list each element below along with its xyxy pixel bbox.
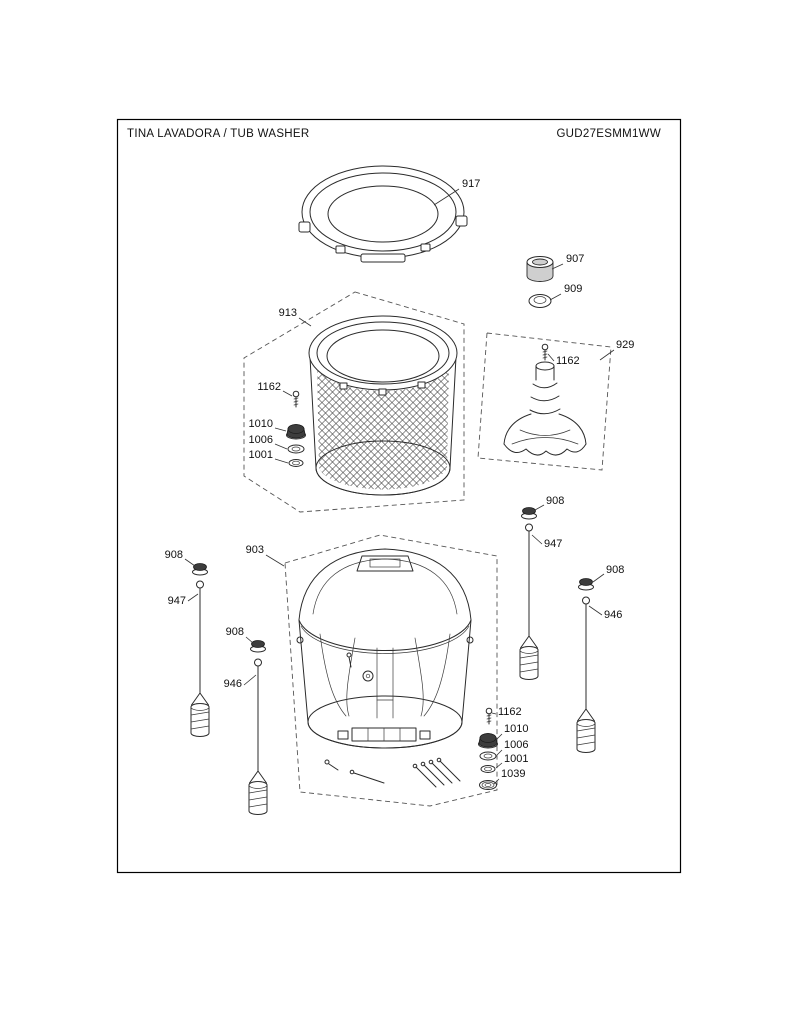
- leader-1039-tub: [493, 778, 500, 785]
- leader-908-mid-left: [245, 636, 254, 644]
- callout-947-mid-right: 947: [544, 538, 562, 550]
- leader-947-mid-right: [531, 534, 543, 545]
- leader-1162-agitator: [547, 353, 555, 362]
- callout-1001-tub: 1001: [504, 753, 528, 765]
- leader-1162-tub: [491, 712, 497, 715]
- callout-1162-agitator: 1162: [556, 355, 580, 367]
- suspension-rod-946-right: [576, 596, 596, 753]
- agitator-drawing: [503, 343, 587, 456]
- leader-1006-tub: [496, 749, 503, 756]
- suspension-rod-947-mid-right: [519, 523, 539, 680]
- leader-907: [551, 263, 564, 270]
- tub-screw-1162: [485, 707, 493, 725]
- callout-1010-tub: 1010: [504, 723, 528, 735]
- leader-903: [265, 554, 285, 567]
- basket-washer-1001: [288, 459, 304, 467]
- callout-907: 907: [566, 253, 584, 265]
- callout-1006-tub: 1006: [504, 739, 528, 751]
- leader-947-left: [187, 593, 199, 602]
- callout-903: 903: [246, 544, 264, 556]
- callout-917: 917: [462, 178, 480, 190]
- rod-cap-908-right: [578, 578, 594, 591]
- leader-946-right: [588, 605, 603, 616]
- seal-drawing: [528, 294, 552, 308]
- rod-cap-908-mid-right: [521, 507, 537, 520]
- leader-1010-basket: [274, 427, 287, 432]
- tub-washer-1039: [479, 780, 497, 790]
- tub-capnut-1010: [478, 733, 498, 749]
- callout-947-left: 947: [168, 595, 186, 607]
- callout-1039-tub: 1039: [501, 768, 525, 780]
- suspension-rod-947-left: [190, 580, 210, 737]
- callout-1162-basket: 1162: [257, 381, 281, 393]
- suspension-rod-946-mid-left: [248, 658, 268, 815]
- leader-1006-basket: [274, 443, 288, 450]
- leader-913: [298, 317, 312, 327]
- leader-908-left: [184, 558, 196, 567]
- bushing-drawing: [526, 256, 554, 282]
- model-number: GUD27ESMM1WW: [556, 128, 661, 140]
- leader-917: [433, 188, 460, 206]
- callout-1006-basket: 1006: [249, 434, 273, 446]
- leader-909: [549, 293, 562, 301]
- callout-908-right: 908: [606, 564, 624, 576]
- tub-washer-1001: [480, 765, 496, 773]
- agitator-group-boundary: [477, 332, 612, 471]
- callout-913: 913: [279, 307, 297, 319]
- basket-capnut-1010: [286, 424, 306, 440]
- callout-908-mid-left: 908: [226, 626, 244, 638]
- callout-908-mid-right: 908: [546, 495, 564, 507]
- callout-909: 909: [564, 283, 582, 295]
- callout-946-mid-left: 946: [224, 678, 242, 690]
- basket-washer-1006: [287, 444, 305, 454]
- agitator-screw-1162: [541, 343, 549, 361]
- leader-1001-basket: [274, 458, 289, 464]
- leader-946-mid-left: [243, 674, 257, 686]
- callout-1010-basket: 1010: [249, 418, 273, 430]
- tub-washer-1006: [479, 751, 497, 761]
- leader-1001-tub: [495, 762, 503, 769]
- basket-group-boundary: [243, 291, 465, 513]
- callout-908-left: 908: [165, 549, 183, 561]
- leader-908-right: [592, 573, 605, 583]
- tub-group-boundary: [284, 534, 498, 807]
- callout-929: 929: [616, 339, 634, 351]
- callout-1001-basket: 1001: [249, 449, 273, 461]
- tub-cover-drawing: [298, 165, 468, 263]
- basket-screw-1162: [292, 390, 300, 408]
- fastener-kit-drawing: [324, 757, 461, 788]
- leader-929: [599, 349, 615, 361]
- diagram-border: [116, 118, 682, 874]
- outer-tub-drawing: [296, 548, 474, 749]
- leader-1162-basket: [282, 390, 293, 397]
- wash-basket-drawing: [308, 315, 458, 496]
- callout-1162-tub: 1162: [498, 706, 522, 718]
- rod-cap-908-mid-left: [250, 640, 266, 653]
- rod-cap-908-left: [192, 563, 208, 576]
- diagram-title: TINA LAVADORA / TUB WASHER: [127, 128, 309, 140]
- leader-908-mid-right: [534, 504, 545, 511]
- leader-1010-tub: [496, 733, 503, 740]
- callout-946-right: 946: [604, 609, 622, 621]
